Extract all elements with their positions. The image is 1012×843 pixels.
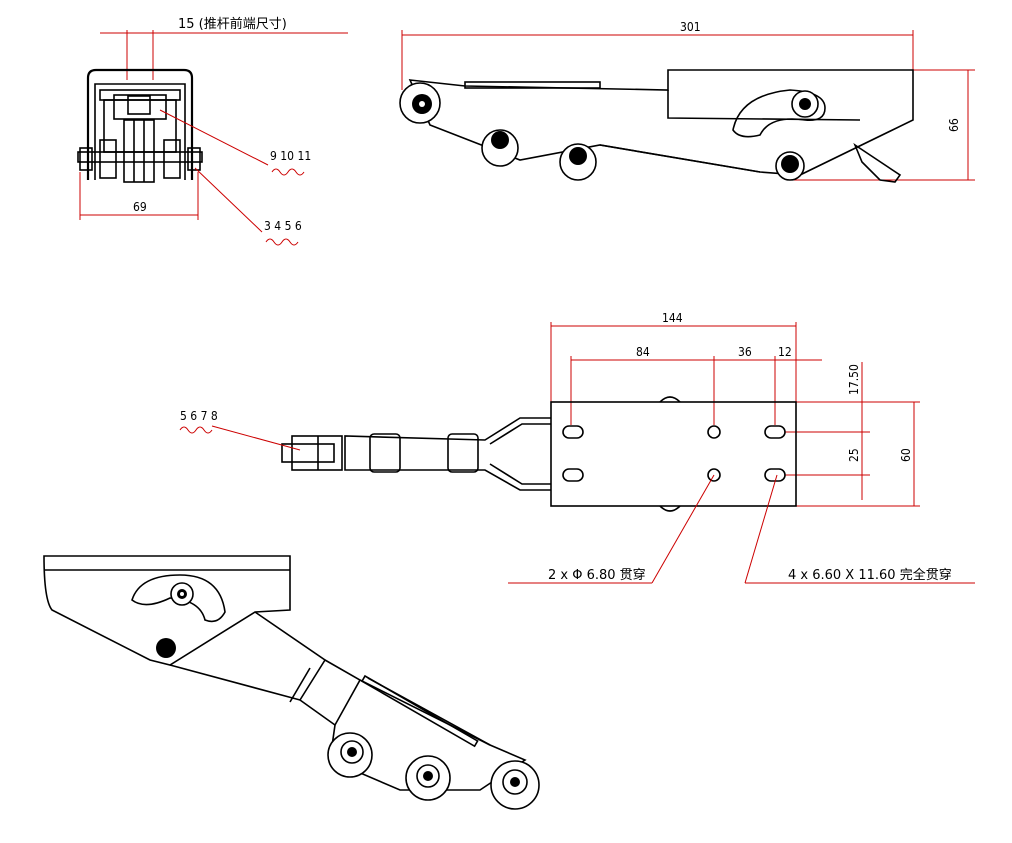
top-view: 144 84 36 12 60 17.50 25	[179, 311, 975, 584]
front-view: 15 (推杆前端尺寸) 69 9 10 11 3 4 5 6	[77, 16, 348, 246]
dim-17-50-label: 17.50	[847, 364, 861, 395]
note-15-label: 15 (推杆前端尺寸)	[178, 16, 287, 32]
angled-view	[43, 555, 540, 810]
callout-3-4-5-6: 3 4 5 6	[264, 219, 302, 233]
dim-144-label: 144	[662, 311, 683, 325]
dim-301-label: 301	[680, 20, 701, 34]
side-view: 301 66	[399, 20, 975, 183]
dim-66-label: 66	[947, 118, 961, 132]
hole-note-round: 2 x Φ 6.80 贯穿	[548, 567, 646, 583]
dim-12-label: 12	[778, 345, 792, 359]
callout-5-6-7-8: 5 6 7 8	[180, 409, 218, 423]
callout-9-10-11: 9 10 11	[270, 149, 311, 163]
dim-25-label: 25	[847, 448, 861, 462]
dim-69-label: 69	[133, 200, 147, 214]
dim-60-label: 60	[899, 448, 913, 462]
dim-84-label: 84	[636, 345, 650, 359]
hole-note-slot: 4 x 6.60 X 11.60 完全贯穿	[788, 567, 952, 583]
dim-36-label: 36	[738, 345, 752, 359]
